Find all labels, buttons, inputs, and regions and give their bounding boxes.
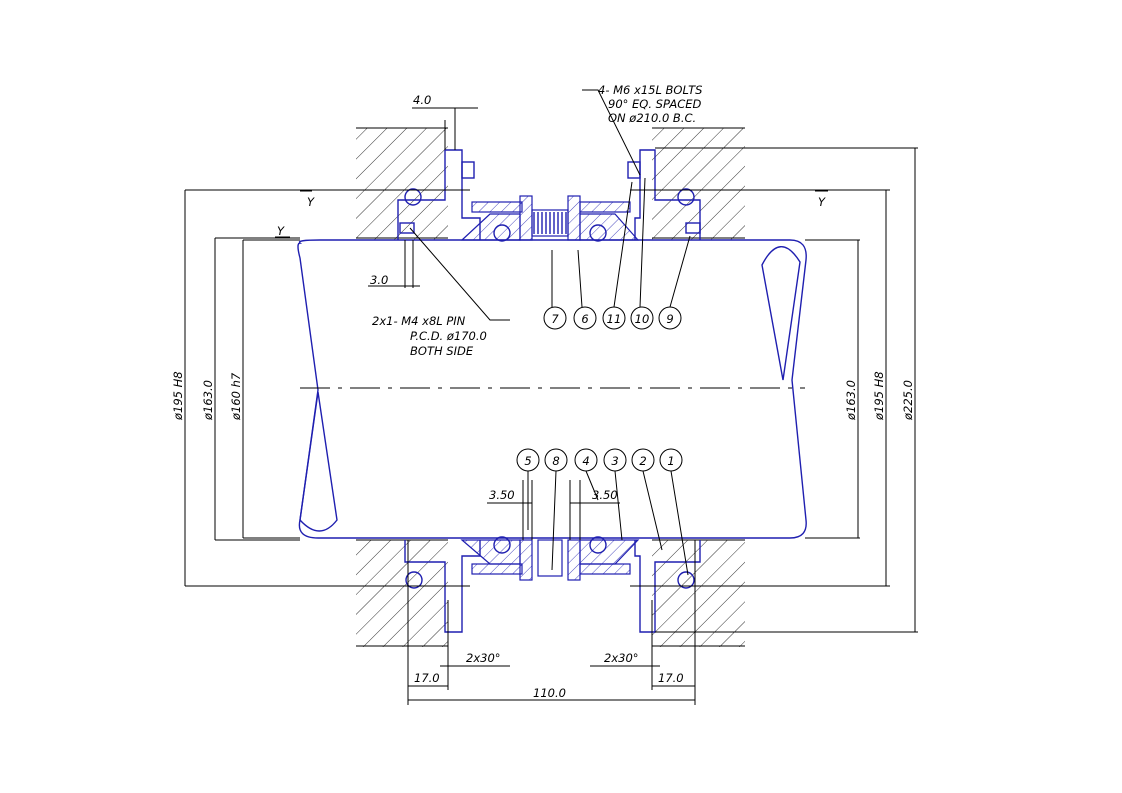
dim-dia195-left: ø195 H8 (171, 371, 185, 421)
seal-parts-bottom (404, 536, 701, 633)
note-bolts-3: ON ø210.0 B.C. (608, 111, 696, 125)
note-pins-2: P.C.D. ø170.0 (410, 329, 487, 343)
svg-text:6: 6 (581, 312, 588, 326)
balloons-bottom: 5 8 4 3 2 1 (516, 448, 689, 576)
note-bolts-1: 4- M6 x15L BOLTS (598, 83, 702, 97)
balloon-10: 10 (630, 306, 654, 330)
dim-110: 110.0 (533, 686, 566, 700)
dim-17-left: 17.0 (414, 671, 440, 685)
dim-dia195-right: ø195 H8 (872, 371, 886, 421)
balloon-7: 7 (543, 306, 567, 330)
chamfer-left: 2x30° (466, 651, 501, 665)
balloons-top: 7 6 11 10 9 (543, 177, 691, 330)
seal-parts-top (397, 149, 701, 242)
dim-dia160: ø160 h7 (229, 372, 243, 421)
dim-350-left: 3.50 (489, 488, 515, 502)
dim-3: 3.0 (370, 273, 388, 287)
dim-17-right: 17.0 (658, 671, 684, 685)
svg-text:7: 7 (551, 312, 559, 326)
shaft-outline (297, 239, 807, 539)
balloon-8: 8 (544, 448, 568, 472)
balloon-11: 11 (602, 306, 626, 330)
svg-text:11: 11 (607, 312, 622, 326)
chamfer-right: 2x30° (604, 651, 639, 665)
housing-top (356, 127, 745, 240)
svg-text:4: 4 (582, 454, 589, 468)
dimension-lines (184, 89, 918, 705)
svg-text:2: 2 (639, 454, 646, 468)
svg-text:3: 3 (611, 454, 618, 468)
svg-text:10: 10 (635, 312, 650, 326)
svg-text:8: 8 (552, 454, 559, 468)
spring-icon (531, 209, 569, 237)
surface-mark-2: Y (307, 195, 315, 209)
note-bolts-2: 90° EQ. SPACED (608, 97, 701, 111)
balloon-2: 2 (631, 448, 655, 472)
svg-text:1: 1 (667, 454, 674, 468)
svg-text:9: 9 (666, 312, 673, 326)
balloon-9: 9 (658, 306, 682, 330)
balloon-1: 1 (659, 448, 683, 472)
note-pins-3: BOTH SIDE (410, 344, 474, 358)
balloon-6: 6 (573, 306, 597, 330)
surface-mark-3: Y (818, 195, 826, 209)
dim-dia163-left: ø163.0 (201, 380, 215, 421)
dim-350-right: 3.50 (592, 488, 618, 502)
dim-dia163-right: ø163.0 (844, 380, 858, 421)
surface-mark-1: Y (277, 224, 285, 238)
balloon-5: 5 (516, 448, 540, 472)
balloon-4: 4 (574, 448, 598, 472)
housing-bottom (356, 539, 745, 647)
dim-dia225: ø225.0 (901, 380, 915, 421)
balloon-3: 3 (603, 448, 627, 472)
dim-4: 4.0 (413, 93, 431, 107)
svg-text:5: 5 (524, 454, 531, 468)
note-pins-1: 2x1- M4 x8L PIN (372, 314, 466, 328)
